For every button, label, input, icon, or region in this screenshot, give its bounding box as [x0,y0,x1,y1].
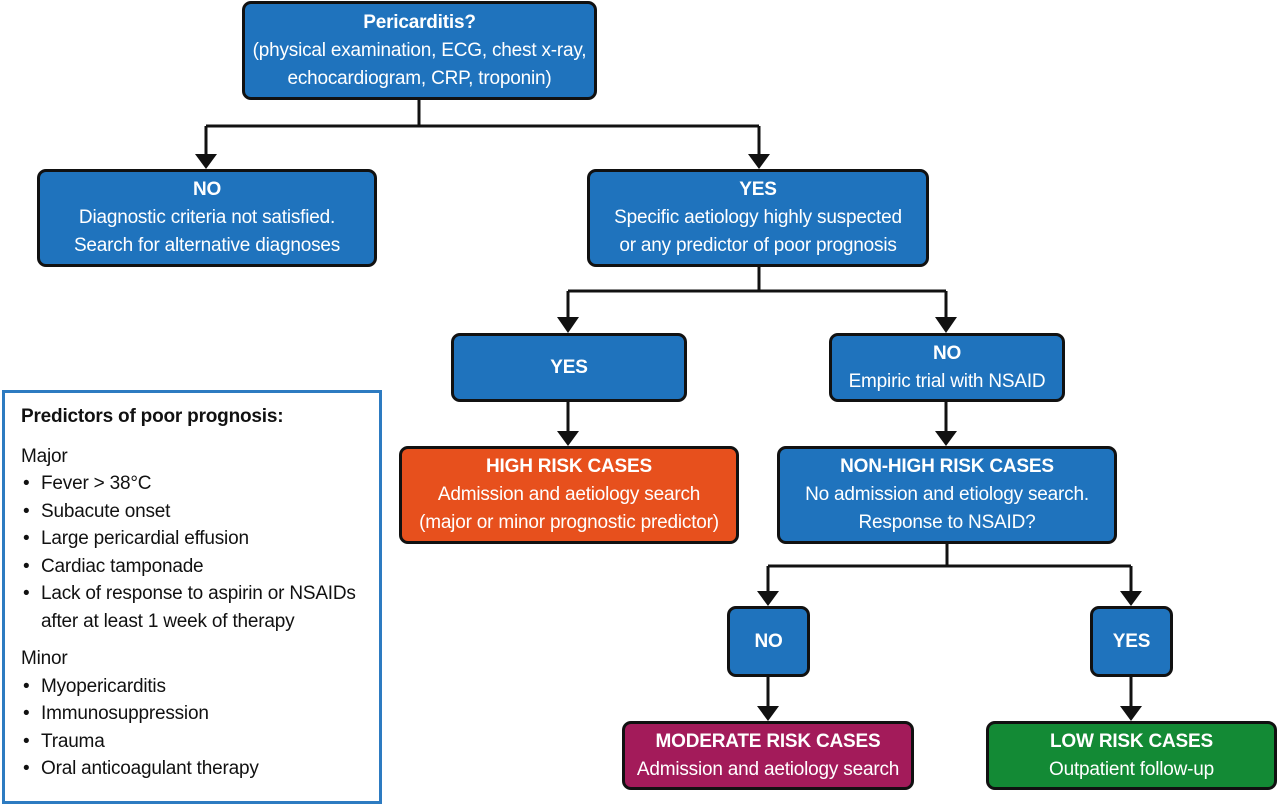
pericarditis-question-box: Pericarditis? (physical examination, ECG… [242,1,597,100]
predictors-panel: Predictors of poor prognosis: Major Feve… [2,390,382,804]
list-item: Subacute onset [21,498,379,526]
arrowhead-nonhigh [935,431,957,446]
node-line: echocardiogram, CRP, troponin) [287,67,552,89]
list-item: Trauma [21,728,379,756]
node-line: No admission and etiology search. [805,484,1089,505]
node-line: Diagnostic criteria not satisfied. [78,207,336,228]
no-response-box: NO [727,606,810,677]
node-title: NO [192,179,222,200]
list-item: Large pericardial effusion [21,525,379,553]
node-title: NO [754,630,783,652]
list-item: Oral anticoagulant therapy [21,755,379,783]
node-title: LOW RISK CASES [1050,730,1213,752]
yes-response-box: YES [1090,606,1173,677]
arrowhead-yes3 [1120,591,1142,606]
arrowhead-no1 [195,154,217,169]
node-title: YES [550,356,588,378]
yes-suspected-box: YES Specific aetiology highly suspected … [587,169,929,267]
high-risk-cases-box: HIGH RISK CASES Admission and aetiology … [399,446,739,544]
no-diagnosis-box: NO Diagnostic criteria not satisfied. Se… [37,169,377,267]
node-title: HIGH RISK CASES [486,456,652,477]
node-title: MODERATE RISK CASES [655,730,881,752]
node-title: YES [1112,630,1151,652]
non-high-risk-cases-box: NON-HIGH RISK CASES No admission and eti… [777,446,1117,544]
low-risk-cases-box: LOW RISK CASES Outpatient follow-up [986,721,1277,790]
node-title: Pericarditis? [363,11,476,33]
major-group: Major Fever > 38°C Subacute onset Large … [21,443,379,636]
list-item: Lack of response to aspirin or NSAIDs af… [21,580,376,635]
arrowhead-yes1 [748,154,770,169]
list-item: Myopericarditis [21,673,379,701]
node-line: (physical examination, ECG, chest x-ray, [252,39,587,61]
major-label: Major [21,445,68,467]
node-title: NON-HIGH RISK CASES [840,456,1054,477]
node-line: Specific aetiology highly suspected [614,207,902,228]
node-line: (major or minor prognostic predictor) [419,512,719,533]
predictors-title: Predictors of poor prognosis: [21,406,284,427]
node-line: Outpatient follow-up [1049,758,1214,780]
arrowhead-low [1120,706,1142,721]
node-line: or any predictor of poor prognosis [619,235,897,256]
list-item: Fever > 38°C [21,470,379,498]
arrowhead-no2 [935,317,957,333]
arrowhead-yes2 [557,317,579,333]
node-line: Search for alternative diagnoses [73,235,341,256]
no-empiric-trial-box: NO Empiric trial with NSAID [829,333,1065,402]
node-line: Empiric trial with NSAID [848,370,1046,392]
node-line: Admission and aetiology search [636,758,900,780]
minor-list: Myopericarditis Immunosuppression Trauma… [21,673,379,783]
minor-group: Minor Myopericarditis Immunosuppression … [21,645,379,783]
yes-predictor-box: YES [451,333,687,402]
list-item: Immunosuppression [21,700,379,728]
node-title: YES [739,179,777,200]
major-list: Fever > 38°C Subacute onset Large perica… [21,470,379,635]
minor-label: Minor [21,648,68,669]
arrowhead-moderate [757,706,779,721]
node-line: Admission and aetiology search [437,484,701,505]
node-title: NO [932,342,962,364]
arrowhead-high [557,431,579,446]
arrowhead-no3 [757,591,779,606]
node-line: Response to NSAID? [858,512,1036,533]
list-item: Cardiac tamponade [21,553,379,581]
moderate-risk-cases-box: MODERATE RISK CASES Admission and aetiol… [622,721,914,790]
